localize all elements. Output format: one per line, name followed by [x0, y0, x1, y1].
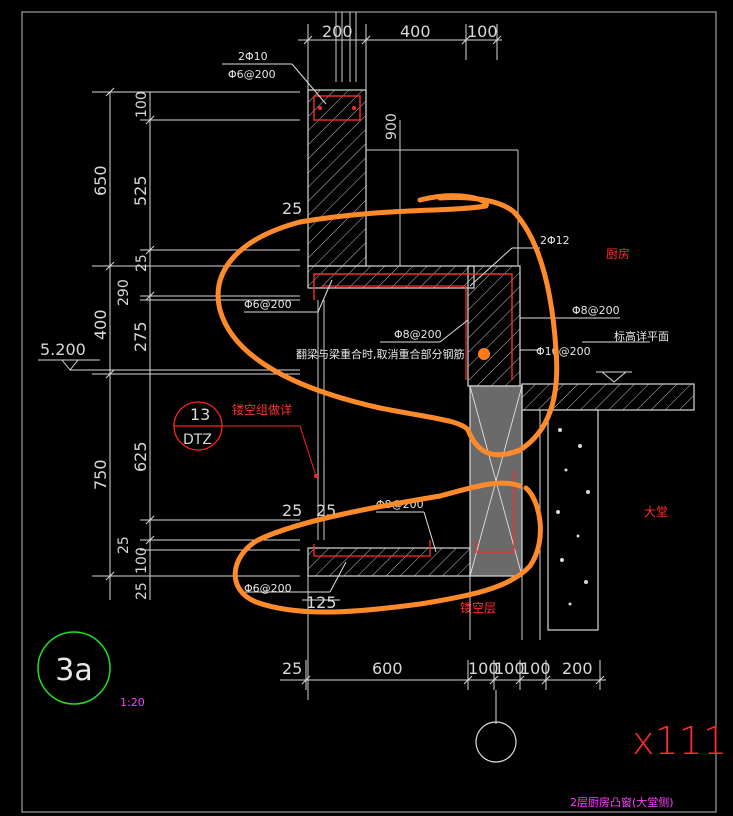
detail-number: 13: [190, 405, 210, 424]
bottom-dim-100b: 100: [494, 659, 525, 678]
floor-level-note: 标高详平面: [614, 329, 669, 343]
left-dimension-chains: [92, 87, 300, 600]
bottom-dim-200: 200: [562, 659, 593, 678]
detail-reference: [173, 401, 318, 478]
top-label-leaders: [222, 63, 327, 105]
bottom-dim-100a: 100: [468, 659, 499, 678]
bay-bottom-slab: [307, 470, 515, 577]
title-label: 3a: [55, 653, 92, 688]
top-dimension-chain: [298, 24, 502, 90]
left-dim-650: 650: [91, 165, 110, 196]
left-dim-25b: 25: [116, 536, 132, 554]
annotation-scribble-upper: [215, 193, 560, 458]
upper-leaders: [244, 247, 650, 351]
label-2phi10: 2Φ10: [238, 50, 268, 63]
label-phi8-side: Φ8@200: [572, 304, 620, 317]
beam-overlap-note: 翻梁与梁重合时,取消重合部分钢筋: [296, 347, 465, 361]
column: [539, 409, 599, 640]
annotation-scribble-lower: [232, 480, 543, 615]
grid-axis-bubble: [475, 721, 517, 763]
bottom-dim-100c: 100: [520, 659, 551, 678]
top-dim-200: 200: [322, 22, 353, 41]
label-phi6-slab: Φ6@200: [244, 298, 292, 311]
bottom-dim-600: 600: [372, 659, 403, 678]
bottom-dimension-chain: [280, 660, 606, 724]
handwritten-mark: x111: [632, 719, 727, 763]
left-dim-275: 275: [131, 321, 150, 352]
detail-sheet: DTZ: [183, 432, 212, 448]
left-dim-100: 100: [134, 91, 150, 118]
bay-top-slab: [307, 265, 521, 387]
label-phi6-bottom: Φ6@200: [244, 582, 292, 595]
bottom-dim-25: 25: [282, 659, 302, 678]
hall-label: 大堂: [644, 505, 668, 519]
elevation-value: 5.200: [40, 340, 86, 359]
sheet-border: [21, 11, 717, 813]
top-dim-400: 400: [400, 22, 431, 41]
left-dim-25c: 25: [134, 582, 150, 600]
top-dim-100: 100: [467, 22, 498, 41]
dim-125: 125: [306, 593, 337, 612]
void-layer-label: 镂空层: [460, 601, 496, 615]
lower-wall-lines: [307, 576, 523, 700]
label-phi8-mid: Φ8@200: [394, 328, 442, 341]
dim-900: 900: [384, 113, 400, 140]
left-dim-25a: 25: [134, 254, 150, 272]
label-2phi12: 2Φ12: [540, 234, 570, 247]
title-block: [37, 631, 111, 705]
window-glazing: [317, 300, 325, 540]
left-dim-100b: 100: [134, 547, 150, 574]
upper-wall: [307, 89, 367, 267]
elevation-mark: [38, 359, 300, 371]
hollow-detail-note: 镂空组做详: [232, 402, 292, 417]
dim-25-upper: 25: [282, 199, 302, 218]
left-dim-525: 525: [131, 175, 150, 206]
left-dim-400: 400: [91, 309, 110, 340]
left-dim-750: 750: [91, 459, 110, 490]
floor-slab: [521, 371, 695, 411]
left-dim-290: 290: [116, 279, 132, 306]
lower-leaders: [242, 511, 437, 601]
label-phi10-side: Φ10@200: [536, 345, 591, 358]
label-phi6-top: Φ6@200: [228, 68, 276, 81]
kitchen-label: 厨房: [606, 246, 630, 261]
left-dim-625: 625: [131, 441, 150, 472]
window-frame-top: [335, 12, 357, 82]
title-scale: 1:20: [120, 696, 145, 709]
dim-25-left: 25: [282, 501, 302, 520]
void-block: [469, 385, 523, 577]
title-caption: 2层厨房凸窗(大堂侧): [570, 795, 674, 809]
